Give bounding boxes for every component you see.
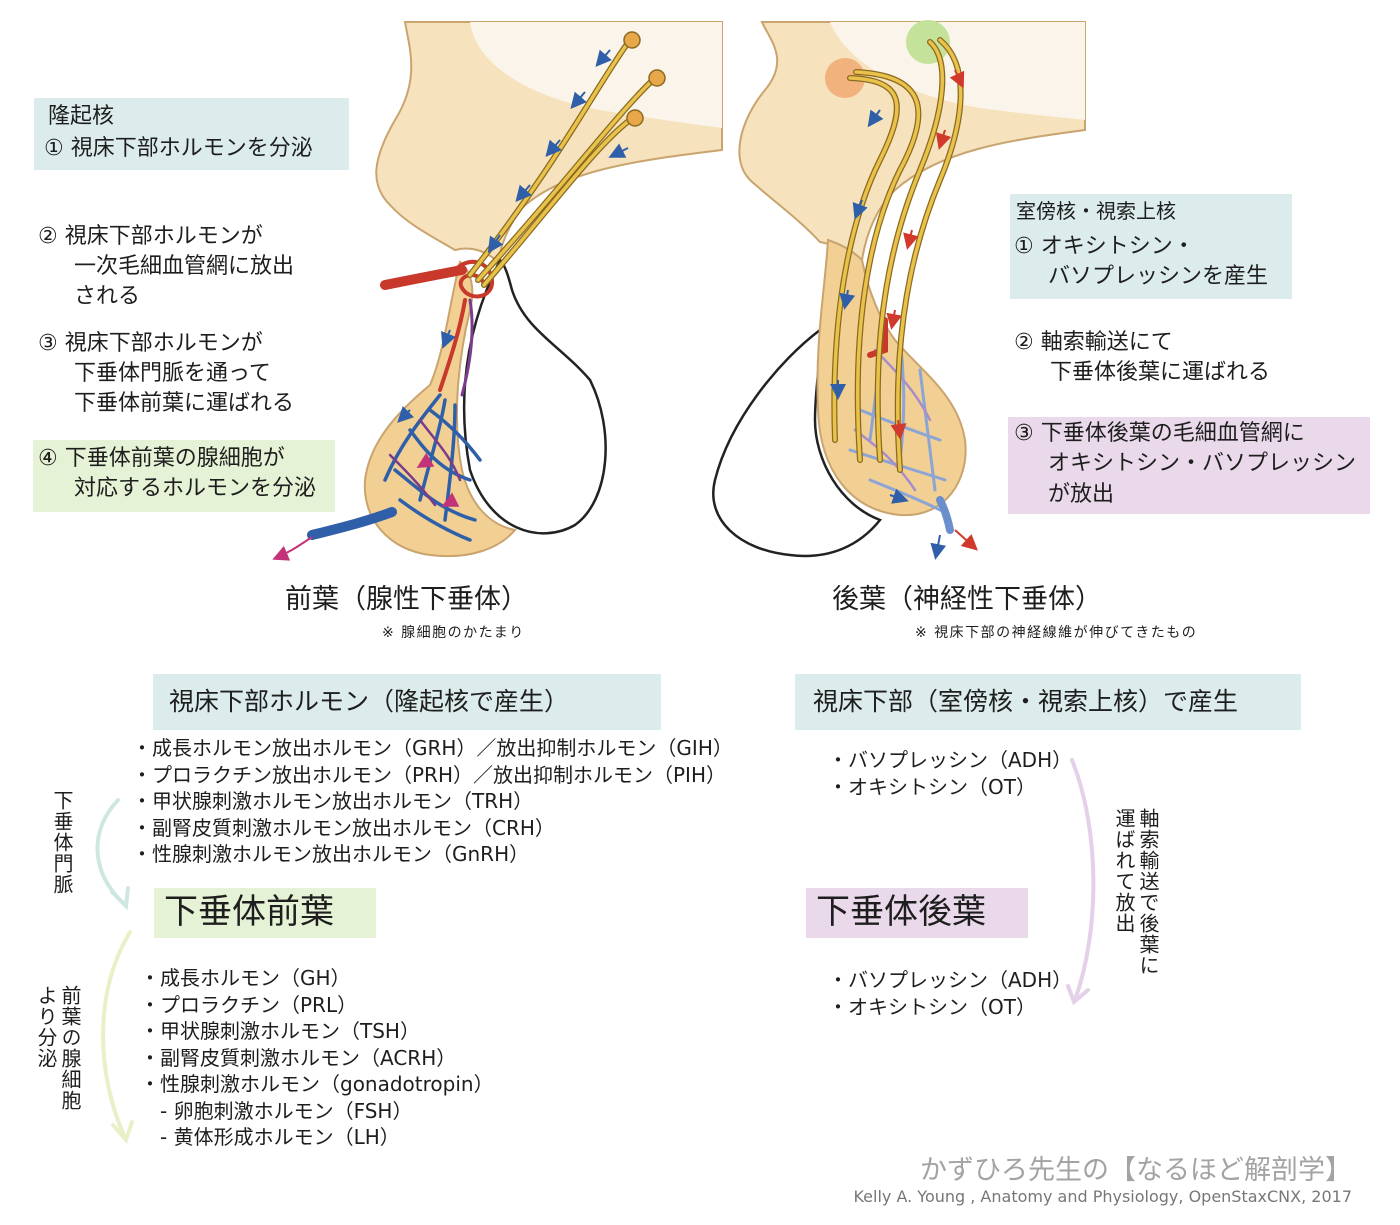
arcuate-title: 隆起核 [48, 104, 115, 129]
list-item: ・副腎皮質刺激ホルモン（ACRH） [140, 1045, 457, 1070]
secretion-arrow [101, 930, 132, 1140]
axon-transport-label: 軸索輸送で後葉に 運ばれて放出 [1112, 808, 1160, 976]
list-item: - 黄体形成ホルモン（LH） [140, 1125, 400, 1149]
posterior-source-header: 視床下部（室傍核・視索上核）で産生 [795, 674, 1301, 730]
posterior-lobe-label: 後葉（神経性下垂体） [832, 584, 1102, 615]
axon-transport-arrow [1070, 758, 1096, 1002]
posterior-step3-line1: ③ 下垂体後葉の毛細血管網に [1014, 421, 1305, 446]
list-item: ・プロラクチン放出ホルモン（PRH）／放出抑制ホルモン（PIH） [132, 762, 726, 787]
list-item: ・プロラクチン（PRL） [140, 992, 358, 1017]
anterior-step4-line2: 対応するホルモンを分泌 [74, 476, 317, 501]
list-item: ・性腺刺激ホルモン放出ホルモン（GnRH） [132, 842, 530, 866]
list-item: ・オキシトシン（OT） [828, 994, 1036, 1019]
secretion-label: 前葉の腺細胞 より分泌 [34, 985, 82, 1111]
portal-vein-arrow [95, 798, 124, 904]
paraventricular-title: 室傍核・視索上核 [1016, 199, 1176, 223]
posterior-step3-line2: オキシトシン・バソプレッシン [1048, 451, 1357, 476]
posterior-step3-line3: が放出 [1048, 482, 1115, 507]
posterior-step2: ② 軸索輸送にて 下垂体後葉に運ばれる [1014, 330, 1271, 385]
anterior-pituitary-target: 下垂体前葉 [154, 888, 376, 938]
list-item: ・甲状腺刺激ホルモン放出ホルモン（TRH） [132, 789, 534, 813]
list-item: ・副腎皮質刺激ホルモン放出ホルモン（CRH） [132, 815, 555, 840]
anterior-step4-line1: ④ 下垂体前葉の腺細胞が [38, 446, 285, 471]
posterior-illustration [712, 20, 1086, 560]
list-item: ・バソプレッシン（ADH） [828, 968, 1073, 992]
list-item: ・性腺刺激ホルモン（gonadotropin） [140, 1072, 494, 1096]
anterior-step3: ③ 視床下部ホルモンが 下垂体門脈を通って 下垂体前葉に運ばれる [38, 331, 295, 416]
list-item: - 卵胞刺激ホルモン（FSH） [140, 1098, 413, 1123]
arcuate-nucleus-box: 隆起核 ① 視床下部ホルモンを分泌 [34, 98, 349, 170]
paraventricular-step1-line2: バソプレッシンを産生 [1048, 264, 1269, 289]
hypothalamic-hormone-list: ・成長ホルモン放出ホルモン（GRH）／放出抑制ホルモン（GIH） ・プロラクチン… [132, 735, 733, 868]
paraventricular-step1-line1: ① オキシトシン・ [1014, 234, 1195, 259]
posterior-pituitary-target: 下垂体後葉 [806, 888, 1028, 938]
anterior-lobe-label: 前葉（腺性下垂体） [285, 584, 528, 615]
posterior-hormones-bottom: ・バソプレッシン（ADH） ・オキシトシン（OT） [828, 967, 1072, 1020]
portal-vein-label: 下垂体門脈 [50, 790, 74, 895]
list-item: ・バソプレッシン（ADH） [828, 748, 1073, 772]
posterior-step3-box: ③ 下垂体後葉の毛細血管網に オキシトシン・バソプレッシン が放出 [1008, 417, 1370, 514]
list-item: ・成長ホルモン（GH） [140, 966, 351, 990]
arcuate-step1: ① 視床下部ホルモンを分泌 [44, 136, 313, 161]
hypothalamic-hormones-header: 視床下部ホルモン（隆起核で産生） [153, 674, 661, 730]
paraventricular-box: 室傍核・視索上核 ① オキシトシン・ バソプレッシンを産生 [1010, 194, 1292, 299]
anterior-lobe-note: ※ 腺細胞のかたまり [382, 625, 525, 641]
anterior-illustration [272, 21, 723, 561]
list-item: ・甲状腺刺激ホルモン（TSH） [140, 1019, 420, 1043]
list-item: ・成長ホルモン放出ホルモン（GRH）／放出抑制ホルモン（GIH） [132, 736, 733, 760]
anterior-hormone-list: ・成長ホルモン（GH） ・プロラクチン（PRL） ・甲状腺刺激ホルモン（TSH）… [140, 965, 494, 1151]
credit-text: Kelly A. Young , Anatomy and Physiology,… [853, 1187, 1352, 1206]
posterior-hormones-top: ・バソプレッシン（ADH） ・オキシトシン（OT） [828, 747, 1072, 800]
posterior-lobe-note: ※ 視床下部の神経線維が伸びてきたもの [915, 625, 1198, 641]
anterior-step2: ② 視床下部ホルモンが 一次毛細血管網に放出 される [38, 224, 295, 309]
brand-text: かずひろ先生の【なるほど解剖学】 [920, 1155, 1352, 1186]
list-item: ・オキシトシン（OT） [828, 774, 1036, 799]
anterior-step4-box: ④ 下垂体前葉の腺細胞が 対応するホルモンを分泌 [33, 440, 335, 512]
